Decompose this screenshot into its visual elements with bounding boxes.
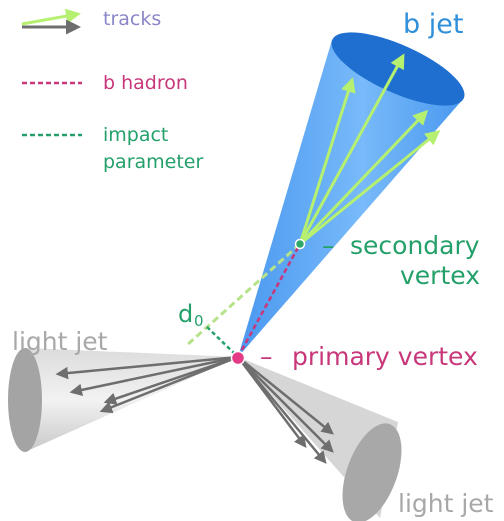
secondary-vertex-label-2: vertex <box>400 261 480 290</box>
light-jet-left-label: light jet <box>12 327 108 356</box>
b-jet-label: b jet <box>403 9 463 40</box>
legend-impact-label-2: parameter <box>103 151 203 173</box>
track-arrow <box>55 355 239 380</box>
b-jet-tracks <box>298 53 441 246</box>
legend-impact-label-1: impact <box>103 124 168 146</box>
track-arrow <box>299 130 441 246</box>
track-arrow <box>99 355 239 414</box>
track-arrow <box>237 356 334 435</box>
primary-vertex-marker <box>230 350 246 366</box>
legend-b-hadron-label: b hadron <box>103 72 188 94</box>
track-arrow <box>237 356 327 464</box>
d0-label-main: d <box>178 300 193 328</box>
secondary-vertex-marker <box>294 238 306 250</box>
track-arrow <box>237 356 334 453</box>
track-arrow <box>298 77 356 245</box>
impact-parameter-line <box>206 326 237 356</box>
b-hadron-flight-line <box>236 243 302 358</box>
secondary-vertex-dash: – <box>322 231 335 260</box>
primary-vertex-dash: – <box>260 342 273 371</box>
track-arrow <box>298 53 405 245</box>
d0-label-subscript: 0 <box>194 312 204 330</box>
d0-label: d 0 <box>178 300 204 330</box>
light-jet-bottom-label: light jet <box>398 489 494 518</box>
legend-tracks-icon <box>21 8 81 35</box>
light-jet-bottom-tracks <box>237 356 334 464</box>
primary-vertex-label: primary vertex <box>292 342 478 371</box>
light-jet-left-tracks <box>55 355 239 414</box>
legend-tracks-label: tracks <box>103 8 161 30</box>
legend: tracks b hadron impact parameter <box>21 8 203 173</box>
track-arrow <box>69 355 239 397</box>
track-arrow <box>298 109 429 246</box>
track-extrapolation <box>186 242 301 347</box>
secondary-vertex-label-1: secondary <box>350 231 480 260</box>
